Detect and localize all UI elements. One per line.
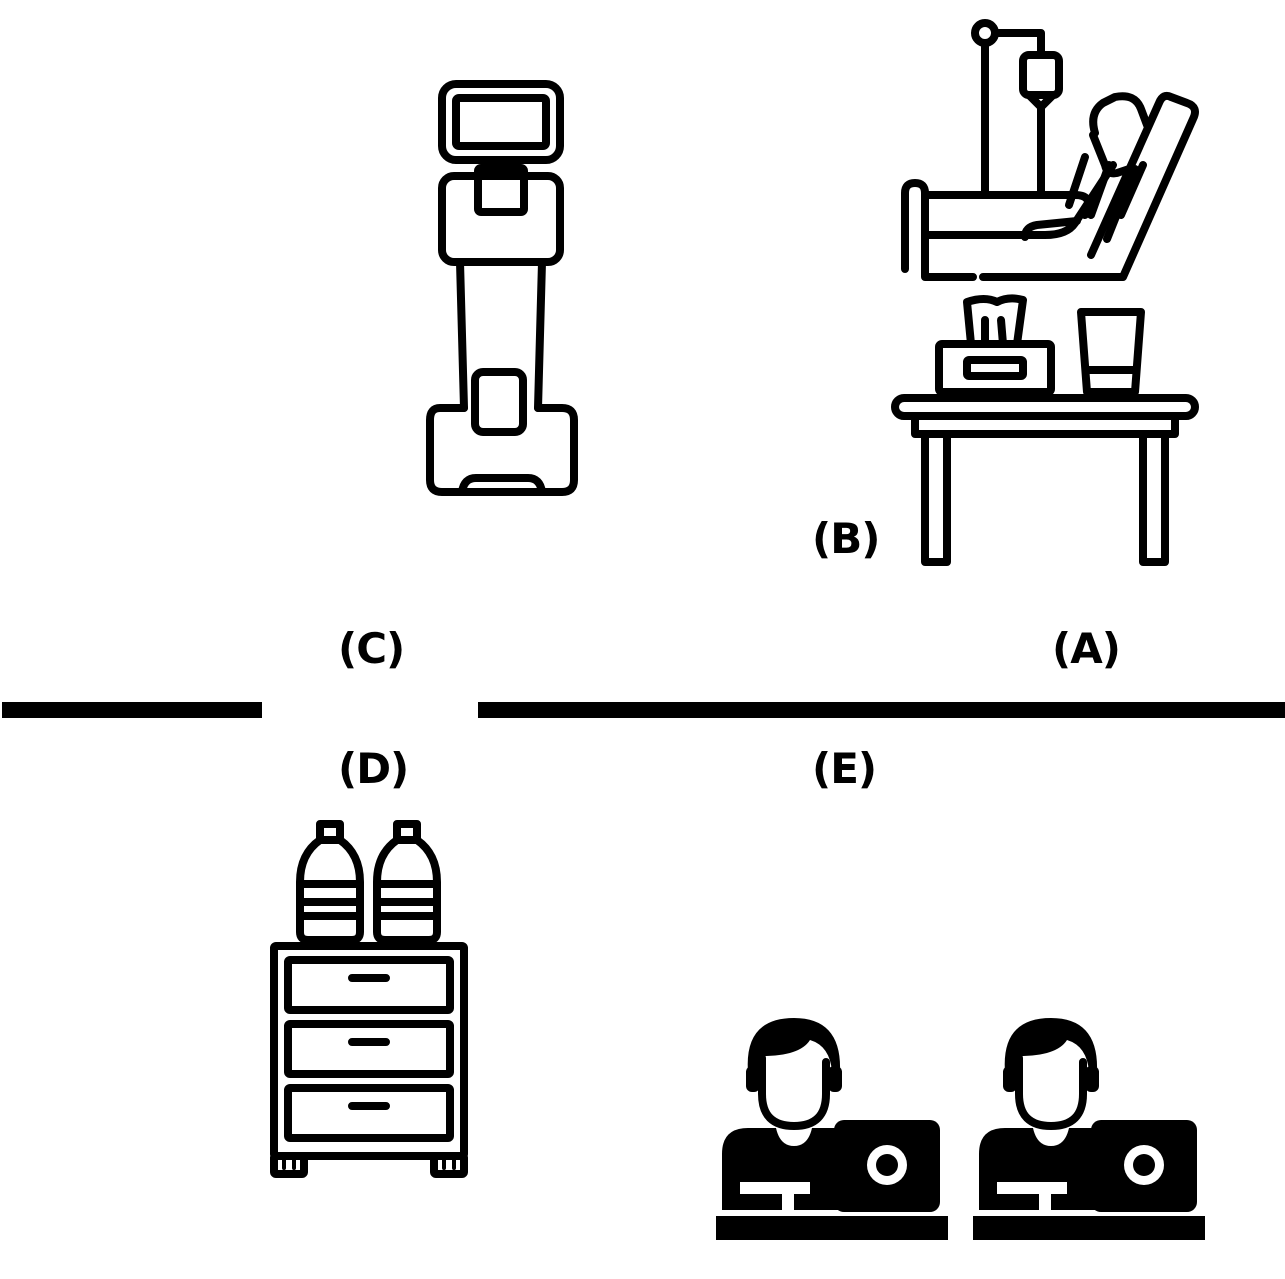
- water-bottles-icon: [296, 820, 441, 944]
- label-e: (E): [812, 744, 877, 793]
- robot-icon: [426, 80, 578, 496]
- wall-left-segment: [2, 702, 262, 718]
- label-b: (B): [812, 514, 880, 563]
- bedside-table-icon: [891, 294, 1199, 566]
- label-c: (C): [338, 624, 405, 673]
- label-d: (D): [338, 744, 409, 793]
- label-a: (A): [1052, 624, 1121, 673]
- water-bottle-left: [296, 820, 364, 944]
- wall-right-segment: [478, 702, 1285, 718]
- water-bottle-right: [373, 820, 441, 944]
- person-laptop-icon: [716, 1018, 948, 1240]
- person-laptop-icon: [973, 1018, 1205, 1240]
- dresser-icon: [270, 942, 468, 1178]
- hospital-bed-icon: [901, 19, 1199, 281]
